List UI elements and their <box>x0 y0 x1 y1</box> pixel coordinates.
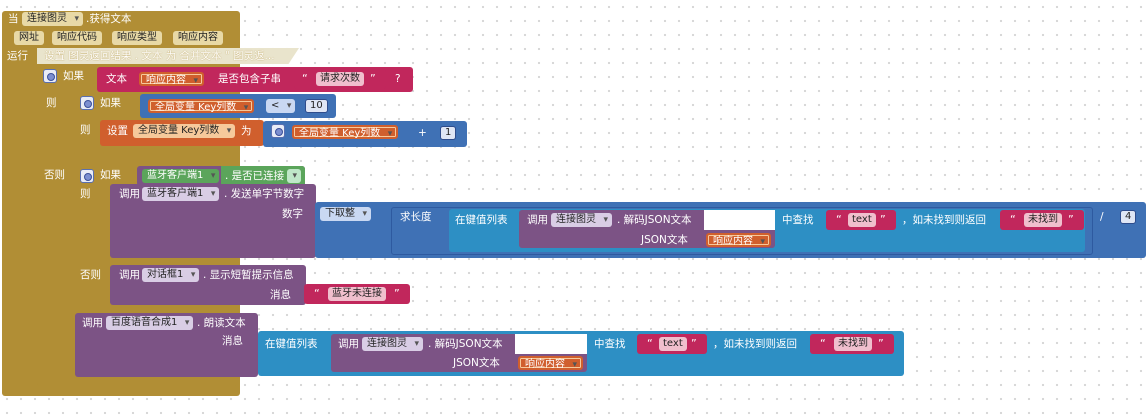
contains-label: 是否包含子串 <box>218 73 281 85</box>
set-label: 设置 <box>107 125 128 137</box>
toast-msg-value[interactable]: 蓝牙未连接 <box>328 287 386 301</box>
key-value-2[interactable]: text <box>659 337 687 351</box>
event-name-label: .获得文本 <box>86 13 132 25</box>
decode-component-1[interactable]: 连接图灵 <box>551 213 612 227</box>
event-component-dropdown[interactable]: 连接图灵 <box>22 12 83 26</box>
toast-call-label: 调用 <box>119 269 140 281</box>
not-found-value-2[interactable]: 未找到 <box>834 337 872 351</box>
not-found-label-2: ，如未找到则返回 <box>713 338 797 350</box>
find-label-2: 中查找 <box>594 338 626 350</box>
run-label: 运行 <box>7 50 28 62</box>
json-label-2: JSON文本 <box>453 357 500 369</box>
call-bt-label: 调用 <box>119 188 140 200</box>
decode-method-2: . 解码JSON文本 <box>428 338 503 350</box>
toast-method: . 显示短暂提示信息 <box>203 269 294 281</box>
floor-dropdown[interactable]: 下取整 <box>320 207 371 221</box>
lookup-label-1: 在键值列表 <box>455 214 508 226</box>
json-var-2[interactable]: 响应内容 <box>518 356 583 372</box>
json-var-1[interactable]: 响应内容 <box>706 233 771 249</box>
inner-if-gear-icon[interactable] <box>80 96 94 110</box>
tts-msg-label: 消息 <box>222 335 243 347</box>
else-label: 否则 <box>44 169 65 181</box>
not-found-label-1: ，如未找到则返回 <box>902 214 986 226</box>
bt-prop-label: . 是否已连接 <box>225 170 285 182</box>
lookup-label-2: 在键值列表 <box>265 338 318 350</box>
search-string-value[interactable]: 请求次数 <box>316 72 364 86</box>
global-var-get[interactable]: 全局变量 Key列数 <box>148 99 255 115</box>
then-label: 则 <box>46 97 57 109</box>
param-url[interactable]: 网址 <box>14 31 44 45</box>
toast-msg-string[interactable]: “ 蓝牙未连接 ” <box>304 284 410 304</box>
decode-slot-1 <box>704 210 775 230</box>
if-block-bottom <box>37 376 237 386</box>
add-value[interactable]: 1 <box>440 126 457 140</box>
param-response-type[interactable]: 响应类型 <box>112 31 162 45</box>
add-mutator-gear-icon[interactable] <box>271 124 285 138</box>
divisor-value[interactable]: 4 <box>1120 210 1137 224</box>
inner-then-label: 则 <box>80 124 91 136</box>
json-label-1: JSON文本 <box>641 234 688 246</box>
call-bt-component[interactable]: 蓝牙客户端1 <box>142 187 220 201</box>
decode-call-label-1: 调用 <box>527 214 548 226</box>
search-string-block[interactable]: “ 请求次数 ” <box>294 69 386 89</box>
inner-if-label: 如果 <box>100 97 121 109</box>
key-string-1[interactable]: “ text ” <box>826 210 896 230</box>
compare-value[interactable]: 10 <box>305 99 328 113</box>
decode-component-2[interactable]: 连接图灵 <box>362 337 423 351</box>
bt-if-label: 如果 <box>100 169 121 181</box>
toast-component[interactable]: 对话框1 <box>142 268 200 282</box>
compare-op-dropdown[interactable]: < <box>266 99 296 113</box>
div-op: / <box>1100 211 1104 223</box>
bt-prop-bg <box>221 166 305 186</box>
length-label: 求长度 <box>400 211 432 223</box>
find-label-1: 中查找 <box>782 214 814 226</box>
bt-if-gear-icon[interactable] <box>80 169 94 183</box>
set-var-dropdown[interactable]: 全局变量 Key列数 <box>133 124 236 138</box>
decode-call-label-2: 调用 <box>338 338 359 350</box>
tts-method: . 朗读文本 <box>197 317 246 329</box>
collapsed-block-tooltip[interactable] <box>37 48 299 64</box>
if-label: 如果 <box>63 70 84 82</box>
bt-component-dropdown[interactable]: 蓝牙客户端1 <box>142 169 220 183</box>
when-label: 当 <box>8 13 19 25</box>
param-response-code[interactable]: 响应代码 <box>52 31 102 45</box>
decode-slot-2 <box>515 334 587 354</box>
key-value-1[interactable]: text <box>848 213 876 227</box>
not-found-string-1[interactable]: “ 未找到 ” <box>1000 210 1084 230</box>
bt-else-label: 否则 <box>80 269 101 281</box>
toast-msg-label: 消息 <box>270 289 291 301</box>
tts-component[interactable]: 百度语音合成1 <box>106 316 194 330</box>
add-var-get[interactable]: 全局变量 Key列数 <box>292 125 399 141</box>
number-arg-label: 数字 <box>282 208 303 220</box>
plus-op: + <box>418 127 427 139</box>
not-found-string-2[interactable]: “ 未找到 ” <box>810 334 894 354</box>
decode-method-1: . 解码JSON文本 <box>617 214 692 226</box>
question-mark: ? <box>395 73 401 85</box>
collapsed-block-text: 设置 图灵返回结果 . 文本 为 合并文本 " 图灵返... <box>44 50 275 62</box>
key-string-2[interactable]: “ text ” <box>637 334 707 354</box>
not-found-value-1[interactable]: 未找到 <box>1024 213 1062 227</box>
param-response-content[interactable]: 响应内容 <box>173 31 223 45</box>
text-label: 文本 <box>106 73 127 85</box>
if-mutator-gear-icon[interactable] <box>43 69 57 83</box>
call-bt-method: . 发送单字节数字 <box>224 188 305 200</box>
bt-prop-dropdown[interactable] <box>287 169 301 183</box>
get-response-content[interactable]: 响应内容 <box>139 72 204 88</box>
bt-then-label: 则 <box>80 188 91 200</box>
to-label: 为 <box>241 125 252 137</box>
tts-call-label: 调用 <box>82 317 103 329</box>
